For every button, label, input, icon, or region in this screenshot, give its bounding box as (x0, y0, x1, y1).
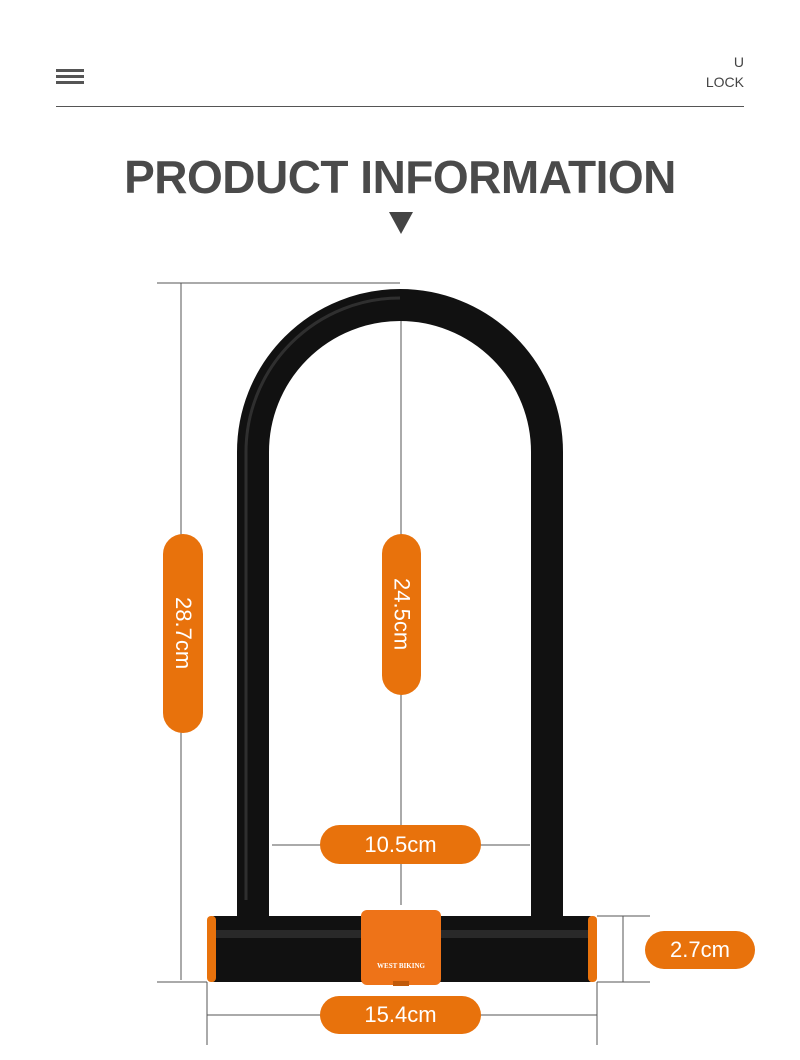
brand-label: U LOCK (706, 52, 744, 92)
page-title: PRODUCT INFORMATION (124, 151, 676, 203)
end-cap-left (207, 916, 216, 982)
down-triangle-icon (389, 212, 413, 234)
header-divider (56, 106, 744, 107)
total-width-label: 15.4cm (320, 996, 481, 1034)
brand-line-1: U (733, 54, 744, 70)
brand-logo: WEST BIKING (377, 962, 425, 970)
bar-diameter-label: 2.7cm (645, 931, 755, 969)
hamburger-menu-icon[interactable] (56, 69, 84, 85)
brand-line-2: LOCK (705, 74, 744, 90)
inner-height-label: 24.5cm (382, 534, 421, 695)
end-cap-right (588, 916, 597, 982)
total-height-label: 28.7cm (163, 534, 203, 733)
lock-sleeve (361, 910, 441, 985)
inner-width-label: 10.5cm (320, 825, 481, 864)
shackle (237, 289, 563, 925)
